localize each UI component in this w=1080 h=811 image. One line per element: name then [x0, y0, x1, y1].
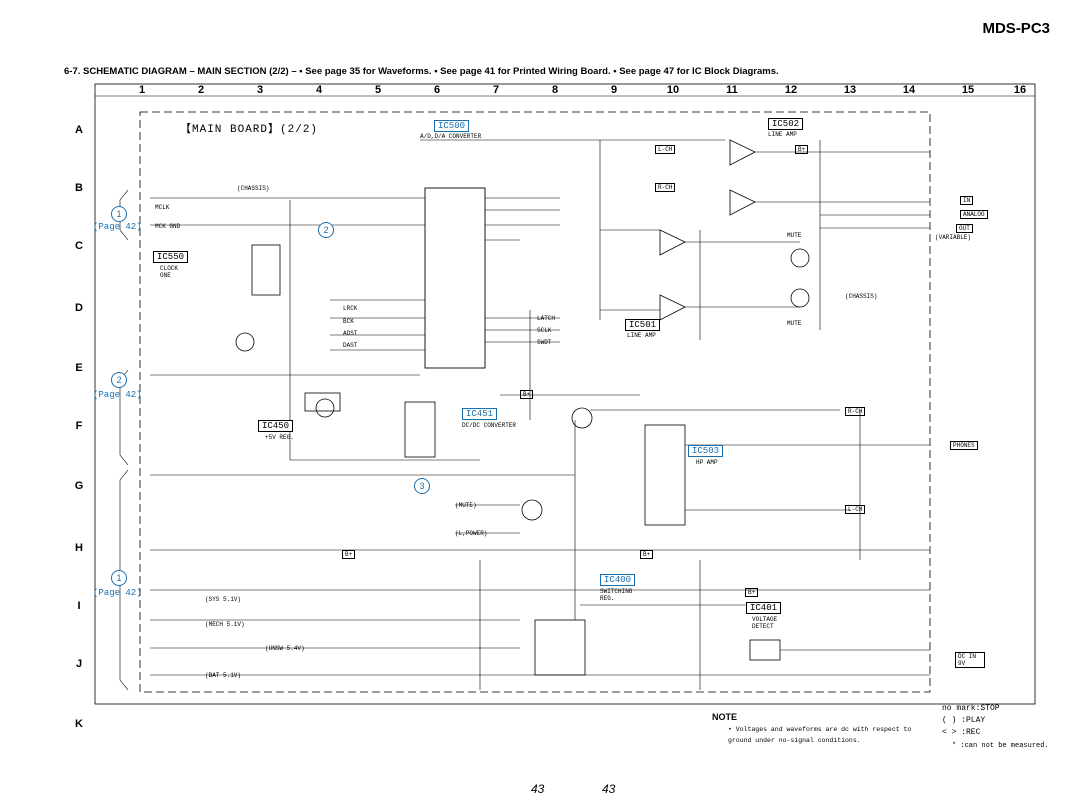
circle-ref: 1	[111, 570, 127, 586]
signal-l-ch: L-CH	[655, 145, 676, 154]
signal-mute: (MUTE)	[455, 502, 477, 509]
circle-ref: 2	[318, 222, 334, 238]
row-letter: F	[75, 420, 83, 432]
column-number: 3	[256, 84, 264, 96]
connector-out: OUT	[956, 224, 973, 233]
b-plus-tag: B+	[745, 588, 759, 597]
ic451-desc: DC/DC CONVERTER	[462, 422, 517, 429]
signal-bat: (BAT 5.1V)	[205, 672, 242, 679]
board-title: 【MAIN BOARD】(2/2)	[180, 124, 319, 136]
row-letter: A	[75, 124, 83, 136]
connector-in: IN	[960, 196, 974, 205]
legend-play: ( ) :PLAY	[942, 716, 986, 725]
legend-not-measured: * :can not be measured.	[952, 742, 1049, 750]
signal-sys-5v: (SYS 5.1V)	[205, 596, 242, 603]
signal-mclk: MCLK	[155, 204, 170, 211]
ic450-label: IC450	[258, 420, 294, 432]
column-number: 4	[315, 84, 323, 96]
ic550-desc: CLOCK GNE	[160, 265, 179, 279]
column-number: 14	[902, 84, 916, 96]
ic400-label: IC400	[600, 574, 636, 586]
mute-label: MUTE	[787, 320, 802, 327]
signal-dast: DAST	[343, 342, 358, 349]
ic550-label: IC550	[153, 251, 189, 263]
column-number: 13	[843, 84, 857, 96]
legend-stop: no mark:STOP	[942, 704, 1000, 713]
signal-latch: LATCH	[537, 315, 556, 322]
b-plus-tag: B+	[640, 550, 654, 559]
ic501-label: IC501	[625, 319, 661, 331]
column-number: 12	[784, 84, 798, 96]
ic400-desc: SWITCHING REG.	[600, 588, 633, 602]
model-name: MDS-PC3	[982, 20, 1050, 37]
signal-l-ch-2: L-CH	[845, 505, 866, 514]
circle-ref: 1	[111, 206, 127, 222]
ic503-label: IC503	[688, 445, 724, 457]
page-number-left: 43	[531, 782, 545, 796]
column-number: 8	[551, 84, 559, 96]
legend-rec: < > :REC	[942, 728, 981, 737]
column-number: 15	[961, 84, 975, 96]
ic500-desc: A/D,D/A CONVERTER	[420, 133, 482, 140]
ic401-desc: VOLTAGE DETECT	[752, 616, 778, 630]
page-reference[interactable]: (Page 42)	[93, 222, 142, 232]
signal-chassis: (CHASSIS)	[237, 185, 270, 192]
row-letter: J	[75, 658, 83, 670]
section-title: 6-7. SCHEMATIC DIAGRAM – MAIN SECTION (2…	[64, 66, 779, 77]
page-reference[interactable]: (Page 42)	[93, 588, 142, 598]
ic502-desc: LINE AMP	[768, 131, 797, 138]
column-number: 1	[138, 84, 146, 96]
note-heading: NOTE	[712, 712, 738, 722]
ic401-label: IC401	[746, 602, 782, 614]
page-reference[interactable]: (Page 42)	[93, 390, 142, 400]
ic451-label: IC451	[462, 408, 498, 420]
note-text: • Voltages and waveforms are dc with res…	[728, 726, 912, 744]
signal-swdt: SWDT	[537, 339, 552, 346]
signal-r-ch-2: R-CH	[845, 407, 866, 416]
connector-analog: ANALOG	[960, 210, 988, 219]
ic502-label: IC502	[768, 118, 804, 130]
signal-chassis-2: (CHASSIS)	[845, 293, 878, 300]
ic501-desc: LINE AMP	[627, 332, 656, 339]
signal-r-ch: R-CH	[655, 183, 676, 192]
column-number: 7	[492, 84, 500, 96]
connector-phones: PHONES	[950, 441, 978, 450]
circle-ref: 3	[414, 478, 430, 494]
row-letter: K	[75, 718, 83, 730]
column-number: 11	[726, 84, 738, 96]
b-plus-tag: B+	[342, 550, 356, 559]
row-letter: G	[74, 480, 84, 492]
b-plus-tag: B+	[795, 145, 809, 154]
signal-l-power: (L,POWER)	[455, 530, 488, 537]
row-letter: D	[75, 302, 83, 314]
row-letter: C	[75, 240, 83, 252]
signal-mech-5v: (MECH 5.1V)	[205, 621, 245, 628]
ic500-label: IC500	[434, 120, 470, 132]
page-number-right: 43	[602, 782, 616, 796]
column-number: 10	[666, 84, 680, 96]
signal-lrck: LRCK	[343, 305, 358, 312]
ic503-desc: HP AMP	[696, 459, 718, 466]
row-letter: E	[75, 362, 83, 374]
connector-variable: (VARIABLE)	[935, 234, 972, 241]
signal-bck: BCK	[343, 318, 354, 325]
column-number: 6	[433, 84, 441, 96]
ic450-desc: +5V REG.	[265, 434, 294, 441]
column-number: 5	[374, 84, 382, 96]
column-number: 2	[197, 84, 205, 96]
signal-adst: ADST	[343, 330, 358, 337]
column-number: 9	[610, 84, 618, 96]
mute-label: MUTE	[787, 232, 802, 239]
connector-dc-in: DC IN 9V	[955, 652, 985, 668]
row-letter: H	[75, 542, 83, 554]
signal-mck-gnd: MCK GND	[155, 223, 181, 230]
circle-ref: 2	[111, 372, 127, 388]
b-plus-tag: B+	[520, 390, 534, 399]
column-number: 16	[1013, 84, 1027, 96]
row-letter: I	[77, 600, 81, 612]
signal-sclk: SCLK	[537, 327, 552, 334]
signal-unsw: (UNSW 5.4V)	[265, 645, 305, 652]
row-letter: B	[75, 182, 83, 194]
